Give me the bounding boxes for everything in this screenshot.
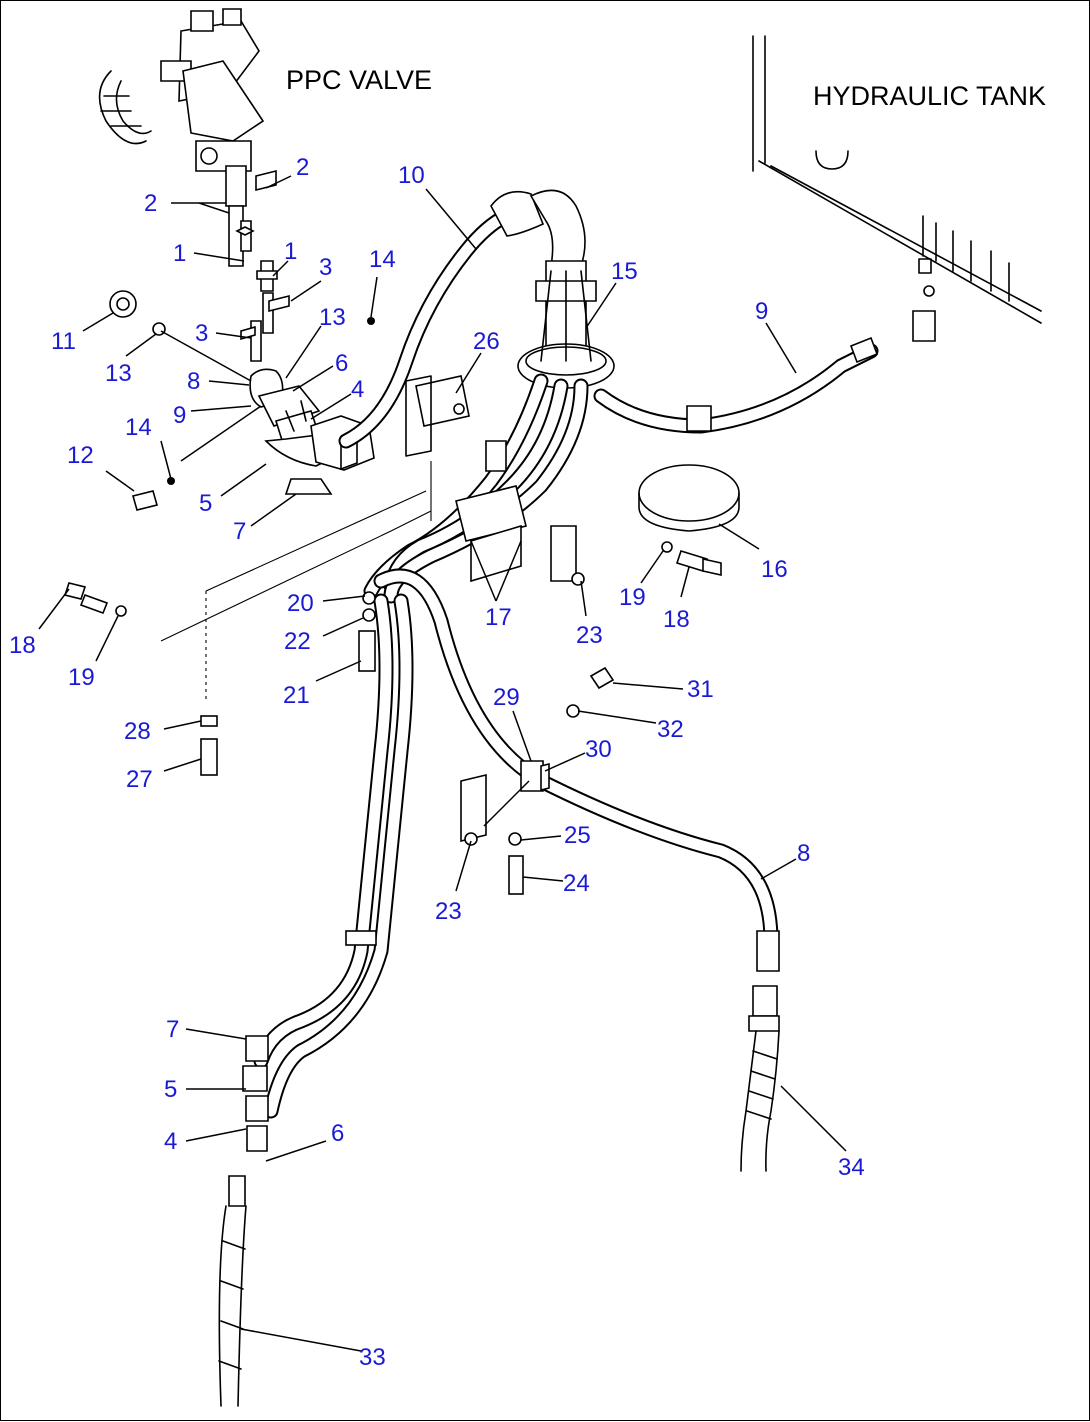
callout-13: 13 xyxy=(319,304,346,331)
callout-8: 8 xyxy=(797,840,810,867)
callout-6: 6 xyxy=(331,1120,344,1147)
callout-28: 28 xyxy=(124,718,151,745)
callout-25: 25 xyxy=(564,822,591,849)
callout-29: 29 xyxy=(493,684,520,711)
callout-12: 12 xyxy=(67,442,94,469)
bolt-18-right xyxy=(675,550,722,576)
callout-20: 20 xyxy=(287,590,314,617)
callout-31: 31 xyxy=(687,676,714,703)
cap-16 xyxy=(638,464,740,532)
callout-4: 4 xyxy=(351,376,364,403)
valve-pipe-stack xyxy=(235,220,290,362)
callout-16: 16 xyxy=(761,556,788,583)
callout-13: 13 xyxy=(105,360,132,387)
bracket-17 xyxy=(455,440,527,583)
part-14-lower xyxy=(167,477,175,485)
hydraulic-tank-title: HYDRAULIC TANK xyxy=(813,81,1046,111)
callout-18: 18 xyxy=(663,606,690,633)
callout-32: 32 xyxy=(657,716,684,743)
callout-4: 4 xyxy=(164,1128,177,1155)
hose-34 xyxy=(740,1030,780,1172)
callout-14: 14 xyxy=(125,414,152,441)
callout-21: 21 xyxy=(283,682,310,709)
callout-19: 19 xyxy=(68,664,95,691)
part-14-upper xyxy=(367,317,375,325)
callout-2: 2 xyxy=(296,154,309,181)
leader-lines xyxy=(38,175,847,1352)
bracket-26 xyxy=(405,375,470,457)
callout-1: 1 xyxy=(173,240,186,267)
plug-12 xyxy=(132,490,158,511)
callout-23: 23 xyxy=(435,898,462,925)
callout-34: 34 xyxy=(838,1154,865,1181)
callout-7: 7 xyxy=(233,518,246,545)
callout-1: 1 xyxy=(284,238,297,265)
callout-3: 3 xyxy=(195,320,208,347)
bolt-27 xyxy=(200,715,218,776)
callout-3: 3 xyxy=(319,254,332,281)
washer-19-right xyxy=(661,541,673,553)
plug-11 xyxy=(109,290,137,318)
callout-labels: 2 2 1 1 3 3 14 11 13 13 6 8 4 9 14 12 5 … xyxy=(9,154,865,1371)
callout-7: 7 xyxy=(166,1016,179,1043)
callout-22: 22 xyxy=(284,628,311,655)
callout-6: 6 xyxy=(335,350,348,377)
bolt-18-left xyxy=(63,582,109,615)
hose-10 xyxy=(338,189,586,449)
washer-19-left xyxy=(115,605,127,617)
clamp-29-30 xyxy=(520,760,550,792)
assembly-lines xyxy=(160,461,432,701)
callout-5: 5 xyxy=(199,490,212,517)
callout-33: 33 xyxy=(359,1344,386,1371)
callout-9: 9 xyxy=(173,402,186,429)
o-ring-13 xyxy=(152,322,166,336)
lower-hoses xyxy=(253,593,414,1119)
callout-19: 19 xyxy=(619,584,646,611)
callout-27: 27 xyxy=(126,766,153,793)
hose-33 xyxy=(218,1035,269,1407)
callout-30: 30 xyxy=(585,736,612,763)
ppc-valve-title: PPC VALVE xyxy=(286,65,432,95)
callout-26: 26 xyxy=(473,328,500,355)
hydraulic-tank xyxy=(752,35,1042,324)
callout-24: 24 xyxy=(563,870,590,897)
callout-18: 18 xyxy=(9,632,36,659)
callout-11: 11 xyxy=(51,328,76,355)
callout-8: 8 xyxy=(187,368,200,395)
bracket-23-lower xyxy=(460,773,524,895)
hose-9 xyxy=(593,285,936,434)
callout-23: 23 xyxy=(576,622,603,649)
callout-15: 15 xyxy=(611,258,638,285)
ppc-valve xyxy=(98,8,277,267)
clamp-23-upper xyxy=(550,525,585,586)
callout-9: 9 xyxy=(755,298,768,325)
callout-2: 2 xyxy=(144,190,157,217)
callout-10: 10 xyxy=(398,162,425,189)
callout-17: 17 xyxy=(485,604,512,631)
flange-assembly-15 xyxy=(517,260,615,389)
fasteners-20-21-22 xyxy=(358,591,376,672)
bolt-31 xyxy=(566,666,615,718)
callout-5: 5 xyxy=(164,1076,177,1103)
callout-14: 14 xyxy=(369,246,396,273)
